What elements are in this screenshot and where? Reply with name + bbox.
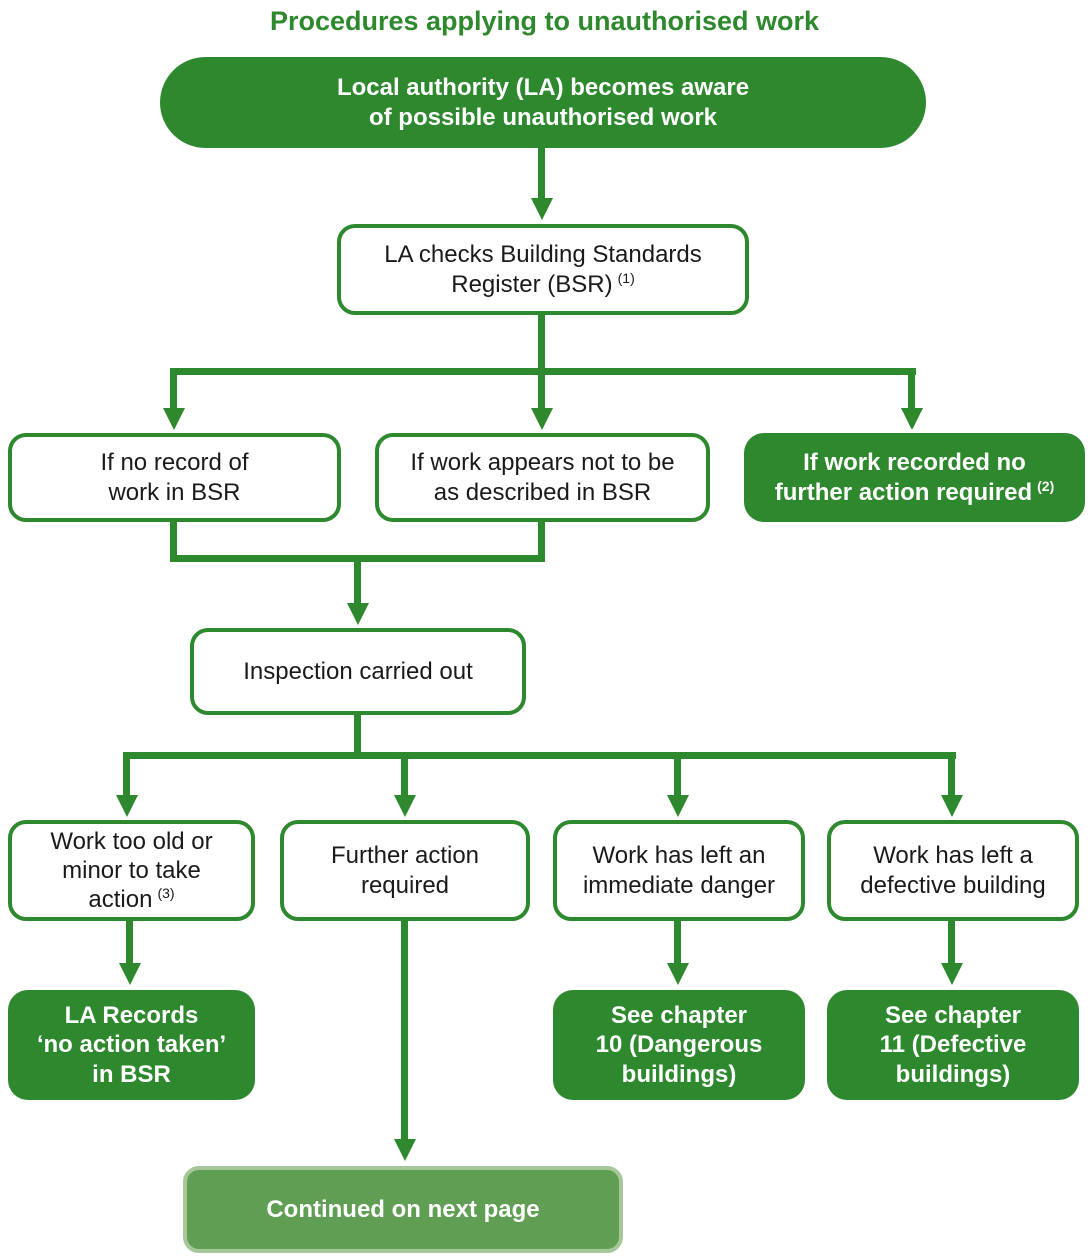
node-no-record: If no record of work in BSR: [8, 433, 341, 522]
flow-line: [170, 373, 177, 410]
footnote-ref-2: (2): [1037, 477, 1055, 494]
node-continued-next-page-label: Continued on next page: [266, 1195, 540, 1223]
node-too-old-label: Work too old or minor to take action(3): [50, 827, 212, 915]
flow-line: [354, 562, 361, 605]
arrow-head: [394, 1139, 416, 1161]
arrow-head: [941, 795, 963, 817]
node-see-chapter-10-label: See chapter 10 (Dangerous buildings): [595, 1002, 763, 1088]
node-defective-building: Work has left a defective building: [827, 820, 1079, 921]
footnote-ref-3: (3): [157, 885, 175, 902]
flow-line: [126, 921, 133, 965]
node-work-recorded: If work recorded no further action requi…: [744, 433, 1085, 522]
flow-line: [674, 757, 681, 797]
flow-line: [538, 522, 545, 562]
node-too-old-text: Work too old or minor to take action: [50, 827, 213, 914]
flow-line: [401, 921, 408, 1141]
flow-line: [123, 757, 130, 797]
node-la-records: LA Records ‘no action taken’ in BSR: [8, 990, 255, 1100]
node-start-label: Local authority (LA) becomes aware of po…: [336, 74, 750, 131]
arrow-head: [394, 795, 416, 817]
arrow-head: [531, 408, 553, 430]
node-la-records-label: LA Records ‘no action taken’ in BSR: [36, 1002, 227, 1088]
flow-line: [908, 373, 915, 410]
flow-line: [538, 315, 545, 371]
node-see-chapter-11: See chapter 11 (Defective buildings): [827, 990, 1079, 1100]
arrow-head: [116, 795, 138, 817]
node-inspection: Inspection carried out: [190, 628, 526, 715]
node-further-action: Further action required: [280, 820, 530, 921]
node-immediate-danger-label: Work has left an immediate danger: [582, 842, 776, 899]
node-inspection-label: Inspection carried out: [243, 657, 473, 685]
flow-line: [170, 555, 545, 562]
arrow-head: [531, 198, 553, 220]
node-la-checks-bsr-label: LA checks Building Standards Register (B…: [384, 240, 702, 299]
node-la-checks-bsr-text: LA checks Building Standards Register (B…: [384, 241, 702, 298]
arrow-head: [119, 963, 141, 985]
arrow-head: [163, 408, 185, 430]
flow-line: [354, 715, 361, 755]
flow-line: [170, 368, 916, 375]
arrow-head: [667, 795, 689, 817]
node-la-checks-bsr: LA checks Building Standards Register (B…: [337, 224, 749, 315]
node-work-recorded-label: If work recorded no further action requi…: [775, 448, 1055, 507]
flow-line: [538, 373, 545, 410]
node-immediate-danger: Work has left an immediate danger: [553, 820, 805, 921]
node-see-chapter-10: See chapter 10 (Dangerous buildings): [553, 990, 805, 1100]
node-no-record-label: If no record of work in BSR: [100, 449, 249, 506]
flow-line: [948, 921, 955, 965]
flow-line: [948, 757, 955, 797]
arrow-head: [347, 603, 369, 625]
arrow-head: [667, 963, 689, 985]
footnote-ref-1: (1): [617, 269, 635, 286]
flow-line: [401, 757, 408, 797]
node-start: Local authority (LA) becomes aware of po…: [160, 57, 926, 148]
node-work-recorded-text: If work recorded no further action requi…: [774, 449, 1033, 506]
flow-line: [123, 752, 956, 759]
arrow-head: [901, 408, 923, 430]
flow-line: [170, 522, 177, 562]
arrow-head: [941, 963, 963, 985]
node-continued-next-page: Continued on next page: [183, 1166, 623, 1253]
node-see-chapter-11-label: See chapter 11 (Defective buildings): [879, 1002, 1027, 1088]
node-further-action-label: Further action required: [330, 842, 480, 899]
node-not-as-described: If work appears not to be as described i…: [375, 433, 710, 522]
flow-line: [538, 147, 545, 200]
node-defective-building-label: Work has left a defective building: [860, 842, 1046, 899]
page-title: Procedures applying to unauthorised work: [269, 6, 820, 36]
flow-line: [674, 921, 681, 965]
node-too-old: Work too old or minor to take action(3): [8, 820, 255, 921]
node-not-as-described-label: If work appears not to be as described i…: [410, 449, 675, 506]
